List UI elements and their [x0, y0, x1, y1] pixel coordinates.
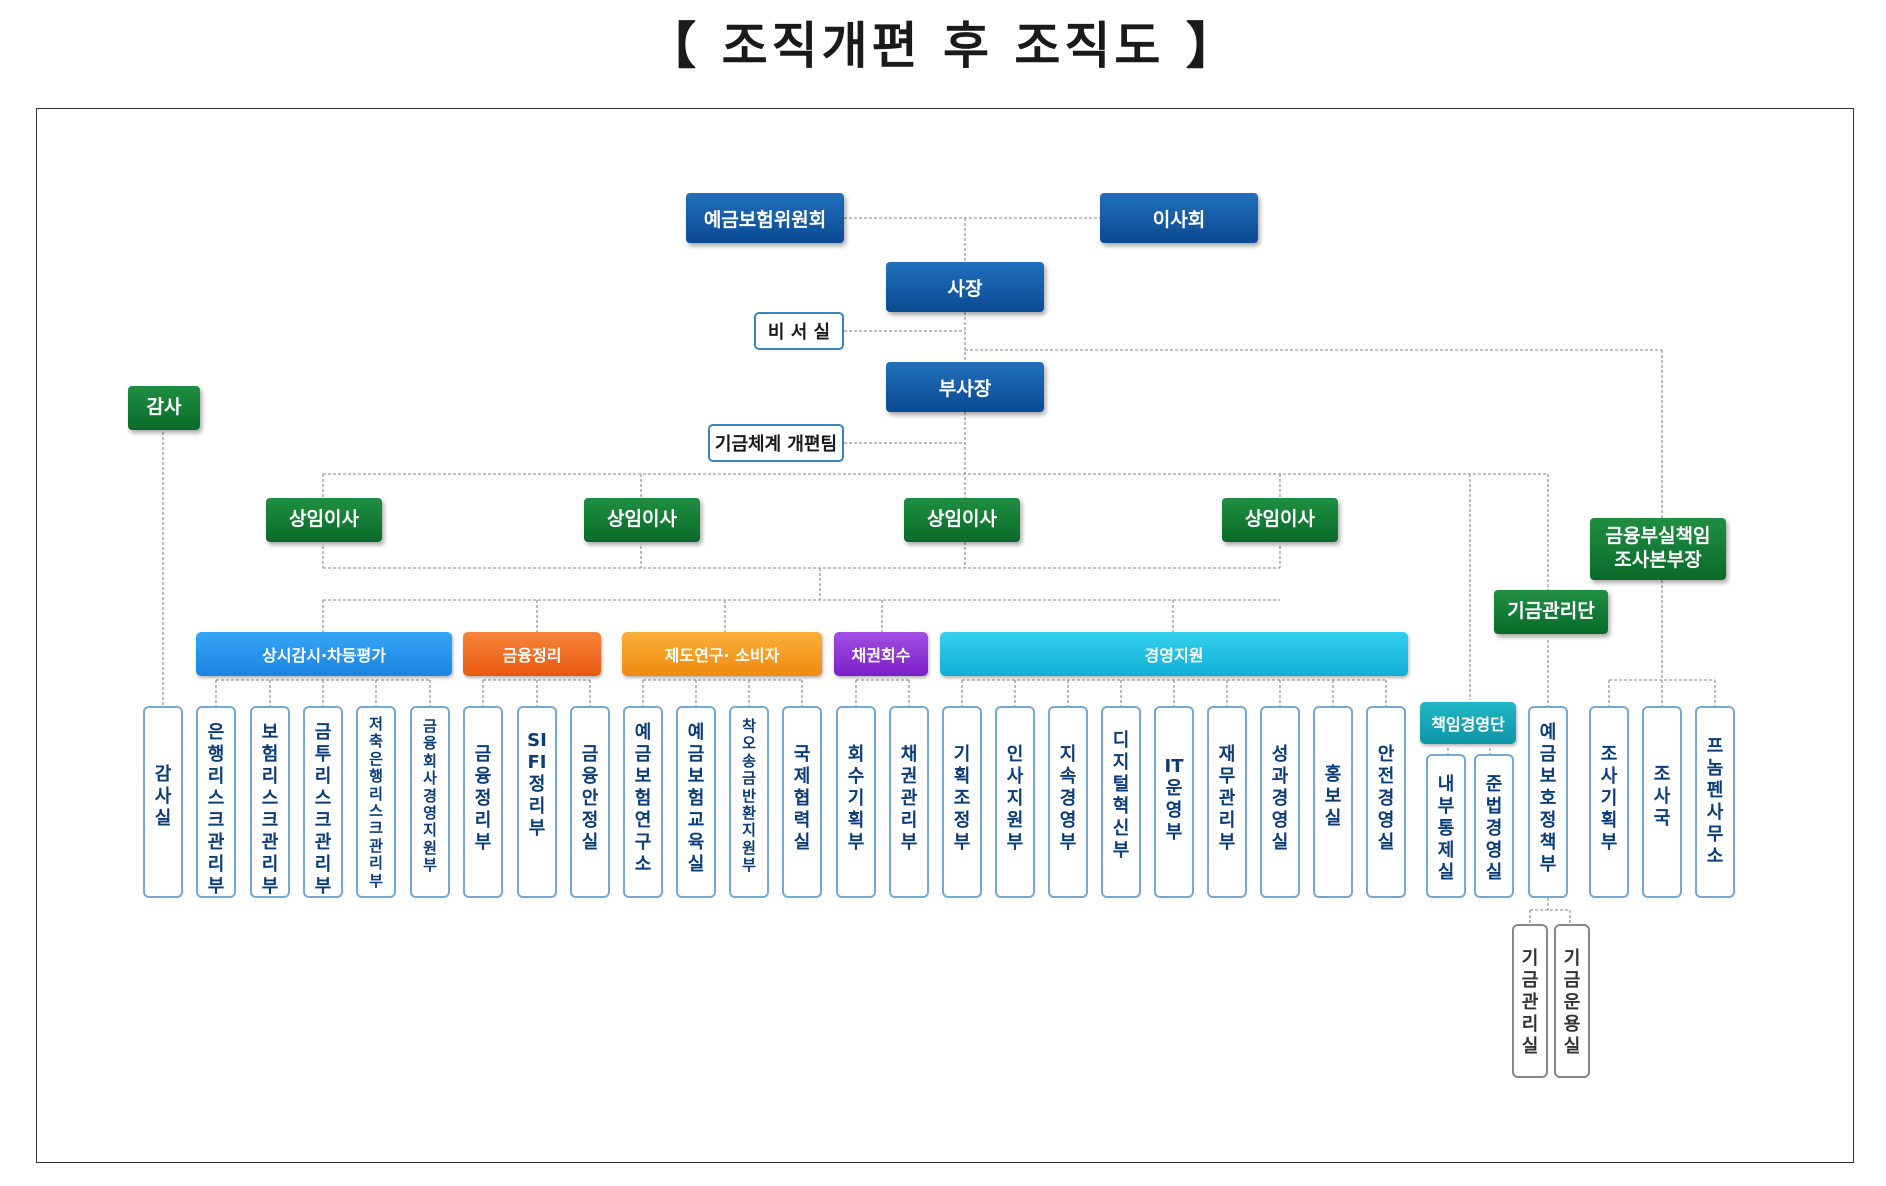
dept-it-operations: IT운영부 [1154, 706, 1194, 898]
dept-digital-innovation: 디지털혁신부 [1101, 706, 1141, 898]
dept-financial-stability: 금융안정실 [570, 706, 610, 898]
chart-frame [36, 108, 1854, 1163]
dept-safety-management: 안전경영실 [1366, 706, 1406, 898]
investigation-head: 금융부실책임 조사본부장 [1590, 518, 1726, 580]
dept-performance: 성과경영실 [1260, 706, 1300, 898]
dept-public-relations: 홍보실 [1313, 706, 1353, 898]
dept-bank-risk: 은행리스크관리부 [196, 706, 236, 898]
fund-management-group: 기금관리단 [1494, 590, 1608, 634]
dept-fund-management: 기금관리실 [1512, 924, 1548, 1078]
vice-president: 부사장 [886, 362, 1044, 412]
category-responsibility: 책임경영단 [1420, 702, 1516, 744]
standing-director-4: 상임이사 [1222, 498, 1338, 542]
page-title: 【 조직개편 후 조직도 】 [646, 17, 1240, 75]
dept-compliance: 준법경영실 [1474, 754, 1514, 898]
standing-director-3: 상임이사 [904, 498, 1020, 542]
board-of-directors: 이사회 [1100, 193, 1258, 243]
category-bond: 채권회수 [834, 632, 928, 676]
fund-restructure-team: 기금체계 개편팀 [708, 424, 844, 462]
dept-investigation-bureau: 조사국 [1642, 706, 1682, 898]
dept-sustainable-management: 지속경영부 [1048, 706, 1088, 898]
dept-planning-coordination: 기획조정부 [942, 706, 982, 898]
category-finance: 금융정리 [463, 632, 601, 676]
dept-mistaken-remittance: 착오송금반환지원부 [729, 706, 769, 898]
dept-savings-bank-risk: 저축은행리스크관리부 [356, 706, 396, 898]
dept-fin-company-support: 금융회사경영지원부 [410, 706, 450, 898]
dept-sifi-resolution: SIFI정리부 [517, 706, 557, 898]
standing-director-2: 상임이사 [584, 498, 700, 542]
dept-audit: 감사실 [143, 706, 183, 898]
auditor: 감사 [128, 386, 200, 430]
dept-finance-management: 재무관리부 [1207, 706, 1247, 898]
dept-insurance-risk: 보험리스크관리부 [250, 706, 290, 898]
category-management: 경영지원 [940, 632, 1408, 676]
dept-bond-management: 채권관리부 [889, 706, 929, 898]
dept-securities-risk: 금투리스크관리부 [303, 706, 343, 898]
dept-international: 국제협력실 [782, 706, 822, 898]
dept-phnom-penh-office: 프놈펜사무소 [1695, 706, 1735, 898]
dept-deposit-protection-policy: 예금보호정책부 [1528, 706, 1568, 898]
dept-financial-resolution: 금융정리부 [463, 706, 503, 898]
deposit-insurance-committee: 예금보험위원회 [686, 193, 844, 243]
secretariat: 비 서 실 [754, 312, 844, 350]
dept-research-institute: 예금보험연구소 [623, 706, 663, 898]
standing-director-1: 상임이사 [266, 498, 382, 542]
president: 사장 [886, 262, 1044, 312]
dept-internal-control: 내부통제실 [1426, 754, 1466, 898]
dept-recovery-planning: 회수기획부 [836, 706, 876, 898]
dept-investigation-planning: 조사기획부 [1589, 706, 1629, 898]
dept-hr-support: 인사지원부 [995, 706, 1035, 898]
category-policy: 제도연구· 소비자 [622, 632, 822, 676]
category-surveillance: 상시감시·차등평가 [196, 632, 452, 676]
dept-fund-operation: 기금운용실 [1554, 924, 1590, 1078]
dept-education: 예금보험교육실 [676, 706, 716, 898]
